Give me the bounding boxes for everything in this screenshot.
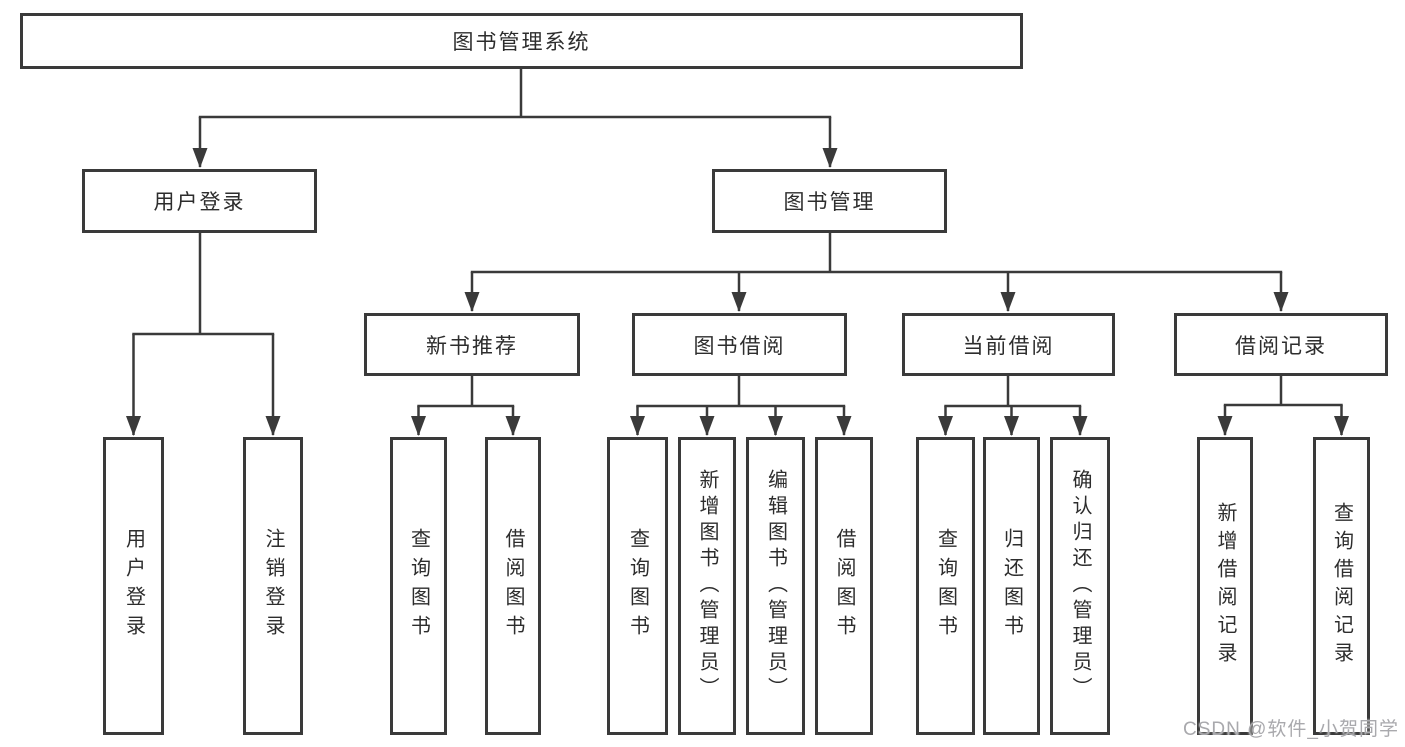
leaf-label: 查询图书 xyxy=(626,528,649,644)
leaf-label: 用户登录 xyxy=(122,528,145,644)
leaf-label: 借阅图书 xyxy=(833,528,855,644)
leaf-label: 查询图书 xyxy=(934,528,957,644)
leaf-edit-books-admin: 编辑图书（管理员） xyxy=(746,437,805,735)
leaf-label: 查询借阅记录 xyxy=(1330,502,1353,670)
node-book-management: 图书管理 xyxy=(712,169,947,233)
node-label: 借阅记录 xyxy=(1235,334,1327,358)
leaf-label: 新增图书（管理员） xyxy=(696,469,718,703)
leaf-borrow-books-recommend: 借阅图书 xyxy=(485,437,541,735)
leaf-query-books-current: 查询图书 xyxy=(916,437,975,735)
csdn-watermark: CSDN @软件_小贺同学 xyxy=(1183,719,1399,740)
node-book-borrowing: 图书借阅 xyxy=(632,313,847,376)
leaf-borrow-books: 借阅图书 xyxy=(815,437,873,735)
leaf-label: 注销登录 xyxy=(262,528,284,644)
node-label: 用户登录 xyxy=(153,191,246,214)
leaf-add-books-admin: 新增图书（管理员） xyxy=(678,437,736,735)
leaf-query-books-borrowing: 查询图书 xyxy=(607,437,668,735)
leaf-label: 借阅图书 xyxy=(502,528,524,644)
leaf-logout-login: 注销登录 xyxy=(243,437,303,735)
node-label: 新书推荐 xyxy=(426,334,518,358)
leaf-query-borrow-record: 查询借阅记录 xyxy=(1313,437,1370,735)
node-current-borrowing: 当前借阅 xyxy=(902,313,1115,376)
node-label: 图书管理系统 xyxy=(452,31,591,54)
leaf-label: 确认归还（管理员） xyxy=(1069,469,1091,703)
leaf-label: 新增借阅记录 xyxy=(1214,502,1236,670)
leaf-label: 编辑图书（管理员） xyxy=(764,469,787,703)
node-user-login: 用户登录 xyxy=(82,169,317,233)
node-new-book-recommend: 新书推荐 xyxy=(364,313,580,376)
leaf-label: 归还图书 xyxy=(1000,528,1023,644)
leaf-confirm-return-admin: 确认归还（管理员） xyxy=(1050,437,1110,735)
node-label: 图书借阅 xyxy=(693,334,786,358)
leaf-query-books-recommend: 查询图书 xyxy=(390,437,447,735)
node-label: 图书管理 xyxy=(783,191,876,214)
node-label: 当前借阅 xyxy=(962,334,1055,358)
leaf-add-borrow-record: 新增借阅记录 xyxy=(1197,437,1253,735)
leaf-return-books: 归还图书 xyxy=(983,437,1040,735)
node-library-management-system: 图书管理系统 xyxy=(20,13,1023,69)
leaf-label: 查询图书 xyxy=(407,528,430,644)
node-borrowing-records: 借阅记录 xyxy=(1174,313,1388,376)
leaf-user-login: 用户登录 xyxy=(103,437,164,735)
